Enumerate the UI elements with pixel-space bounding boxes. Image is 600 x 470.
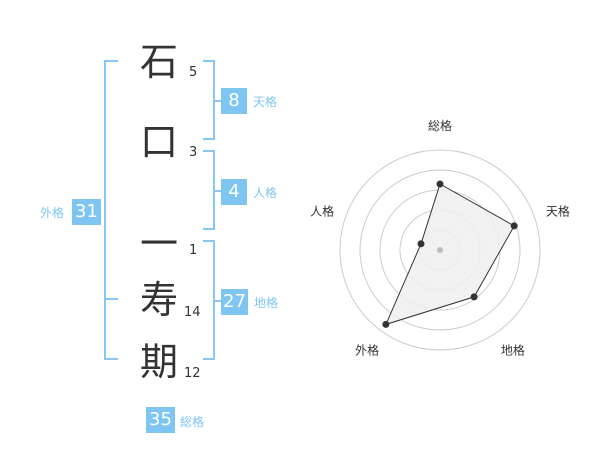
radar-axis-label-2: 天格 — [546, 204, 570, 219]
radar-axis-label-1: 総格 — [428, 118, 452, 133]
tenkaku-value: 8 — [221, 88, 247, 114]
radar-point-2 — [510, 222, 518, 230]
radar-point-5 — [417, 240, 425, 248]
radar-axis-label-5: 人格 — [310, 204, 334, 219]
radar-center-dot — [437, 247, 443, 253]
radar-series-area — [385, 183, 515, 326]
name-char-5: 期 — [139, 340, 178, 384]
radar-grid-ring-5 — [339, 149, 541, 351]
soukaku-value: 35 — [146, 407, 175, 433]
chikaku-bracket — [203, 240, 215, 360]
name-char-1: 石 — [139, 40, 178, 84]
chikaku-tick — [215, 300, 221, 302]
tenkaku-label: 天格 — [253, 95, 278, 109]
gaikaku-value: 31 — [72, 199, 101, 225]
radar-point-1 — [436, 180, 444, 188]
stroke-count-3: 1 — [189, 243, 198, 258]
stroke-count-2: 3 — [189, 145, 198, 160]
radar-axis-label-4: 外格 — [355, 342, 379, 357]
chikaku-value: 27 — [221, 289, 248, 315]
name-char-3: 一 — [139, 222, 178, 266]
stroke-count-1: 5 — [189, 65, 198, 80]
tenkaku-bracket — [203, 60, 215, 140]
jinkaku-value: 4 — [221, 179, 247, 205]
tenkaku-tick — [215, 100, 221, 102]
radar-grid-ring-4 — [359, 169, 521, 331]
stroke-count-5: 12 — [184, 366, 201, 381]
jinkaku-bracket — [203, 150, 215, 230]
gaikaku-label: 外格 — [40, 206, 65, 220]
chikaku-label: 地格 — [254, 296, 279, 310]
name-char-2: 口 — [139, 120, 178, 164]
gaikaku-bracket — [104, 60, 118, 360]
jinkaku-label: 人格 — [253, 186, 278, 200]
radar-point-4 — [382, 320, 390, 328]
soukaku-label: 総格 — [180, 415, 205, 429]
radar-point-3 — [470, 293, 478, 301]
gaikaku-divider — [104, 298, 118, 300]
jinkaku-tick — [215, 190, 221, 192]
name-char-4: 寿 — [139, 278, 178, 322]
stroke-count-4: 14 — [184, 305, 201, 320]
radar-axis-label-3: 地格 — [501, 342, 525, 357]
